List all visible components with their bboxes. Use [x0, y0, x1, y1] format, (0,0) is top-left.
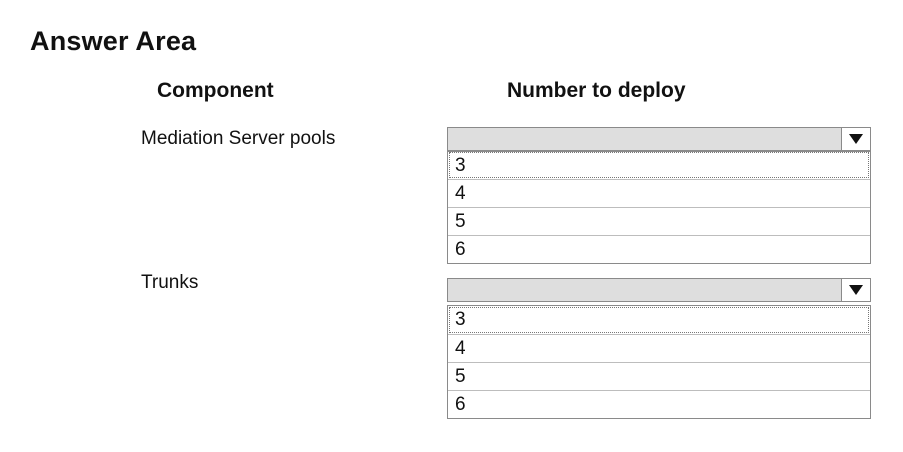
dropdown-option[interactable]: 4 — [448, 334, 870, 362]
dropdown-option[interactable]: 6 — [448, 390, 870, 418]
dropdown-option[interactable]: 5 — [448, 362, 870, 390]
dropdown-option[interactable]: 5 — [448, 207, 870, 235]
triangle-down-icon[interactable] — [841, 279, 870, 301]
dropdown-options-list: 3 4 5 6 — [447, 305, 871, 419]
triangle-down-icon[interactable] — [841, 128, 870, 150]
mediation-server-pools-label: Mediation Server pools — [141, 128, 336, 149]
trunks-select[interactable] — [447, 278, 871, 302]
trunks-label: Trunks — [141, 272, 199, 293]
dropdown-option[interactable]: 6 — [448, 235, 870, 263]
dropdown-option[interactable]: 3 — [448, 151, 870, 179]
dropdown-option[interactable]: 4 — [448, 179, 870, 207]
number-to-deploy-column-header: Number to deploy — [507, 79, 686, 102]
dropdown-option[interactable]: 3 — [448, 306, 870, 334]
dropdown-options-list: 3 4 5 6 — [447, 151, 871, 264]
answer-area-title: Answer Area — [30, 26, 197, 56]
trunks-dropdown[interactable]: 3 4 5 6 — [447, 278, 871, 419]
component-column-header: Component — [157, 79, 274, 102]
mediation-server-pools-dropdown[interactable]: 3 4 5 6 — [447, 127, 871, 264]
mediation-server-pools-select[interactable] — [447, 127, 871, 151]
